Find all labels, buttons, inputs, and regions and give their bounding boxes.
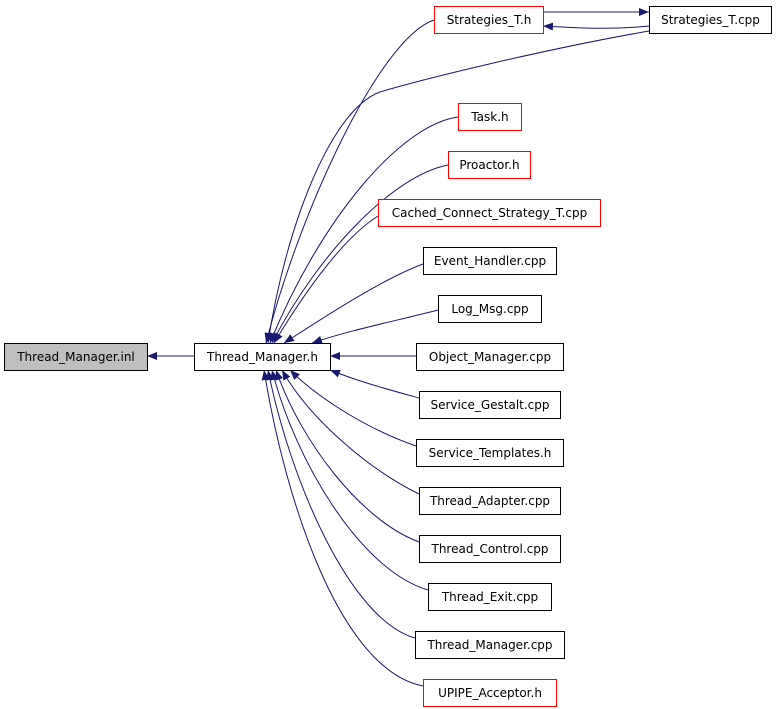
edge-upipe-acceptor-h-to-thread-manager-h — [261, 369, 424, 687]
node-label: Event_Handler.cpp — [434, 254, 546, 268]
edge-thread-adapter-cpp-to-thread-manager-h — [281, 369, 420, 495]
node-thread-adapter-cpp[interactable]: Thread_Adapter.cpp — [419, 487, 561, 515]
node-service-gestalt-cpp[interactable]: Service_Gestalt.cpp — [419, 391, 561, 419]
node-label: Cached_Connect_Strategy_T.cpp — [392, 206, 588, 220]
node-label: Log_Msg.cpp — [451, 302, 528, 316]
node-thread-manager-cpp[interactable]: Thread_Manager.cpp — [415, 631, 565, 659]
edge-service-templates-h-to-thread-manager-h — [289, 369, 417, 447]
node-box — [423, 247, 557, 275]
node-thread-exit-cpp[interactable]: Thread_Exit.cpp — [428, 583, 552, 611]
node-thread-manager-h[interactable]: Thread_Manager.h — [194, 343, 331, 371]
edges-layer — [147, 8, 650, 687]
edge-thread-exit-cpp-to-thread-manager-h — [270, 369, 429, 591]
edge-event-handler-cpp-to-thread-manager-h — [283, 263, 424, 344]
node-label: Service_Templates.h — [429, 446, 552, 460]
node-box — [438, 295, 542, 323]
node-box — [458, 103, 522, 131]
node-label: Thread_Control.cpp — [431, 542, 549, 556]
node-strategies-t-h[interactable]: Strategies_T.h — [434, 6, 544, 34]
node-thread-manager-inl: Thread_Manager.inl — [4, 343, 148, 371]
edge-thread-manager-cpp-to-thread-manager-h — [266, 369, 416, 639]
node-box — [419, 487, 561, 515]
node-label: Object_Manager.cpp — [429, 350, 551, 364]
node-box — [416, 439, 564, 467]
edge-strategies-t-cpp-to-thread-manager-h — [265, 30, 650, 344]
node-object-manager-cpp[interactable]: Object_Manager.cpp — [416, 343, 564, 371]
node-box — [415, 631, 565, 659]
edge-log-msg-cpp-to-thread-manager-h — [311, 309, 439, 344]
edge-strategies-t-h-to-thread-manager-h — [264, 19, 435, 344]
nodes-layer: Thread_Manager.inl Thread_Manager.h Strate… — [4, 6, 772, 707]
node-box — [194, 343, 331, 371]
node-label: UPIPE_Acceptor.h — [438, 686, 542, 700]
node-event-handler-cpp[interactable]: Event_Handler.cpp — [423, 247, 557, 275]
node-box — [378, 199, 601, 227]
node-box — [416, 343, 564, 371]
node-box — [649, 6, 772, 34]
edge-service-gestalt-cpp-to-thread-manager-h — [329, 369, 420, 399]
node-box — [4, 343, 148, 371]
node-strategies-t-cpp[interactable]: Strategies_T.cpp — [649, 6, 772, 34]
node-log-msg-cpp[interactable]: Log_Msg.cpp — [438, 295, 542, 323]
node-label: Strategies_T.cpp — [661, 13, 760, 27]
node-label: Thread_Manager.inl — [16, 350, 135, 364]
edge-proactor-h-to-thread-manager-h — [271, 164, 449, 344]
node-box — [434, 6, 544, 34]
node-label: Service_Gestalt.cpp — [430, 398, 549, 412]
node-box — [448, 151, 531, 179]
edge-strategies-t-cpp-to-strategies-t-h — [542, 22, 650, 31]
node-thread-control-cpp[interactable]: Thread_Control.cpp — [419, 535, 561, 563]
node-label: Task.h — [470, 110, 508, 124]
node-task-h[interactable]: Task.h — [458, 103, 522, 131]
node-box — [419, 535, 561, 563]
node-box — [428, 583, 552, 611]
node-box — [423, 679, 557, 707]
node-label: Thread_Exit.cpp — [441, 590, 538, 604]
node-proactor-h[interactable]: Proactor.h — [448, 151, 531, 179]
node-upipe-acceptor-h[interactable]: UPIPE_Acceptor.h — [423, 679, 557, 707]
node-label: Thread_Manager.h — [206, 350, 318, 364]
edge-task-h-to-thread-manager-h — [269, 116, 459, 344]
node-label: Proactor.h — [459, 158, 519, 172]
node-label: Thread_Manager.cpp — [426, 638, 552, 652]
node-service-templates-h[interactable]: Service_Templates.h — [416, 439, 564, 467]
node-label: Thread_Adapter.cpp — [429, 494, 550, 508]
edge-thread-control-cpp-to-thread-manager-h — [275, 369, 420, 543]
edge-cached-connect-strategy-t-cpp-to-thread-manager-h — [273, 215, 379, 344]
node-label: Strategies_T.h — [447, 13, 532, 27]
node-box — [419, 391, 561, 419]
node-cached-connect-strategy-t-cpp[interactable]: Cached_Connect_Strategy_T.cpp — [378, 199, 601, 227]
